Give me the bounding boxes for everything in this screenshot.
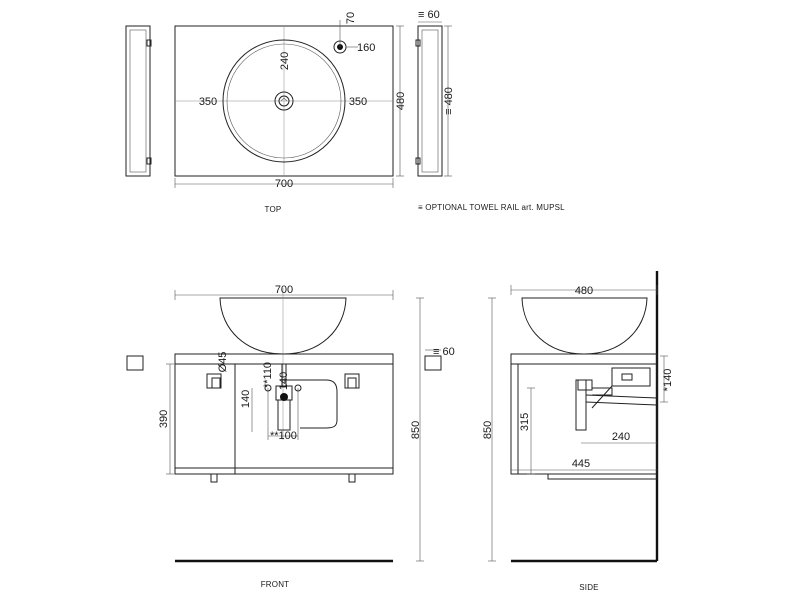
side-trap-height-dim: 315 xyxy=(519,413,531,431)
top-tap-offset-y-dim: 70 xyxy=(345,12,357,24)
top-tap-offset-x-dim: 160 xyxy=(357,42,375,54)
front-trap-recess xyxy=(282,379,338,429)
side-total-height-dim: 850 xyxy=(482,421,494,439)
front-trap-height-a-dim: 140 xyxy=(278,372,290,390)
front-cabinet-height-dim: 390 xyxy=(158,410,170,428)
front-supply-spacing-dim: **100 xyxy=(270,430,297,442)
front-rail-projection-dim: ≡ 60 xyxy=(433,346,455,358)
top-view: 700 350 350 240 160 70 480 ≡ 480 ≡ 60 TO… xyxy=(125,9,565,214)
side-trap-depth-dim: 240 xyxy=(612,431,630,443)
side-outlet-height-dim: *140 xyxy=(662,369,674,392)
front-countertop xyxy=(174,353,394,365)
front-total-height-dim: 850 xyxy=(410,421,422,439)
side-view: 480 850 315 240 445 *140 SIDE xyxy=(482,271,674,592)
front-width-dim: 700 xyxy=(275,284,293,296)
top-depth-dim: 480 xyxy=(395,92,407,110)
top-left-towel-rail xyxy=(125,25,151,177)
front-foot-left xyxy=(210,473,218,483)
front-view: 700 390 850 ≡ 60 Ø45 **110 140 140 **100… xyxy=(126,284,455,589)
side-cabinet-depth-dim: 445 xyxy=(572,458,590,470)
top-basin xyxy=(222,39,346,163)
front-supply-height-dim: **110 xyxy=(262,362,274,388)
side-basin xyxy=(521,297,648,355)
top-basin-diameter-dim: 240 xyxy=(279,52,291,70)
top-width-dim: 700 xyxy=(275,178,293,190)
top-rail-length-dim: ≡ 480 xyxy=(443,87,455,115)
top-drain xyxy=(274,91,294,111)
front-trap-height-b-dim: 140 xyxy=(240,390,252,408)
side-caption: SIDE xyxy=(579,583,598,592)
towel-rail-note: ≡ OPTIONAL TOWEL RAIL art. MUPSL xyxy=(418,203,565,212)
top-rail-projection-dim: ≡ 60 xyxy=(418,9,440,21)
top-right-offset-dim: 350 xyxy=(349,96,367,108)
top-caption: TOP xyxy=(265,205,282,214)
front-foot-right xyxy=(348,473,356,483)
front-left-towel-rail xyxy=(126,355,144,371)
top-right-towel-rail xyxy=(417,25,443,177)
side-countertop xyxy=(510,353,658,365)
side-depth-dim: 480 xyxy=(575,285,593,297)
front-caption: FRONT xyxy=(261,580,290,589)
top-left-offset-dim: 350 xyxy=(199,96,217,108)
front-right-towel-rail xyxy=(424,355,442,371)
front-drain-diameter-dim: Ø45 xyxy=(217,352,229,373)
